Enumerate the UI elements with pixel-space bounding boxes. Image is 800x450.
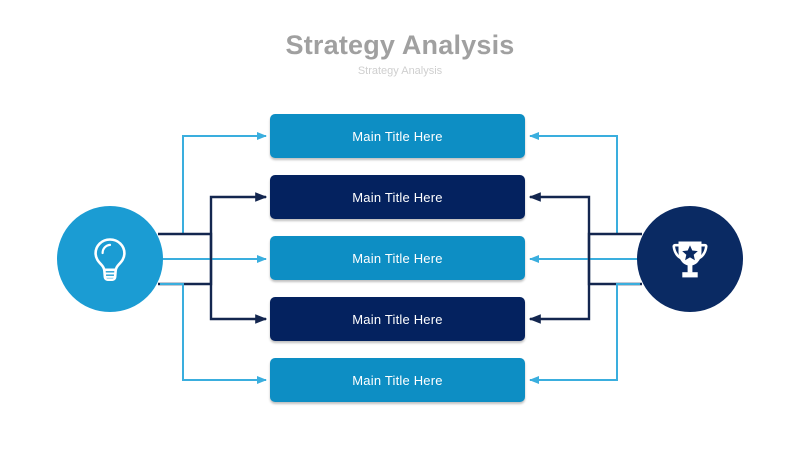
bar-label: Main Title Here bbox=[352, 128, 443, 144]
bar-label: Main Title Here bbox=[352, 372, 443, 388]
bar-label: Main Title Here bbox=[352, 311, 443, 327]
lightbulb-circle[interactable] bbox=[57, 206, 163, 312]
bar-item-4[interactable]: Main Title Here bbox=[270, 297, 525, 341]
bar-label: Main Title Here bbox=[352, 189, 443, 205]
trophy-icon bbox=[663, 232, 717, 286]
trophy-circle[interactable] bbox=[637, 206, 743, 312]
page-subtitle: Strategy Analysis bbox=[357, 65, 443, 77]
bar-item-2[interactable]: Main Title Here bbox=[270, 175, 525, 219]
bar-item-3[interactable]: Main Title Here bbox=[270, 236, 525, 280]
connector-left-5 bbox=[160, 283, 267, 384]
bar-item-5[interactable]: Main Title Here bbox=[270, 358, 525, 402]
connector-right-5 bbox=[529, 283, 640, 384]
connector-right-2 bbox=[528, 192, 642, 286]
bar-label: Main Title Here bbox=[352, 250, 443, 266]
connector-left-1 bbox=[160, 132, 267, 235]
connector-right-1 bbox=[529, 132, 640, 235]
page-title: Strategy Analysis bbox=[285, 30, 515, 60]
lightbulb-icon bbox=[82, 231, 138, 287]
connector-left-4 bbox=[158, 232, 268, 324]
connector-right-4 bbox=[528, 232, 642, 324]
bar-item-1[interactable]: Main Title Here bbox=[270, 114, 525, 158]
